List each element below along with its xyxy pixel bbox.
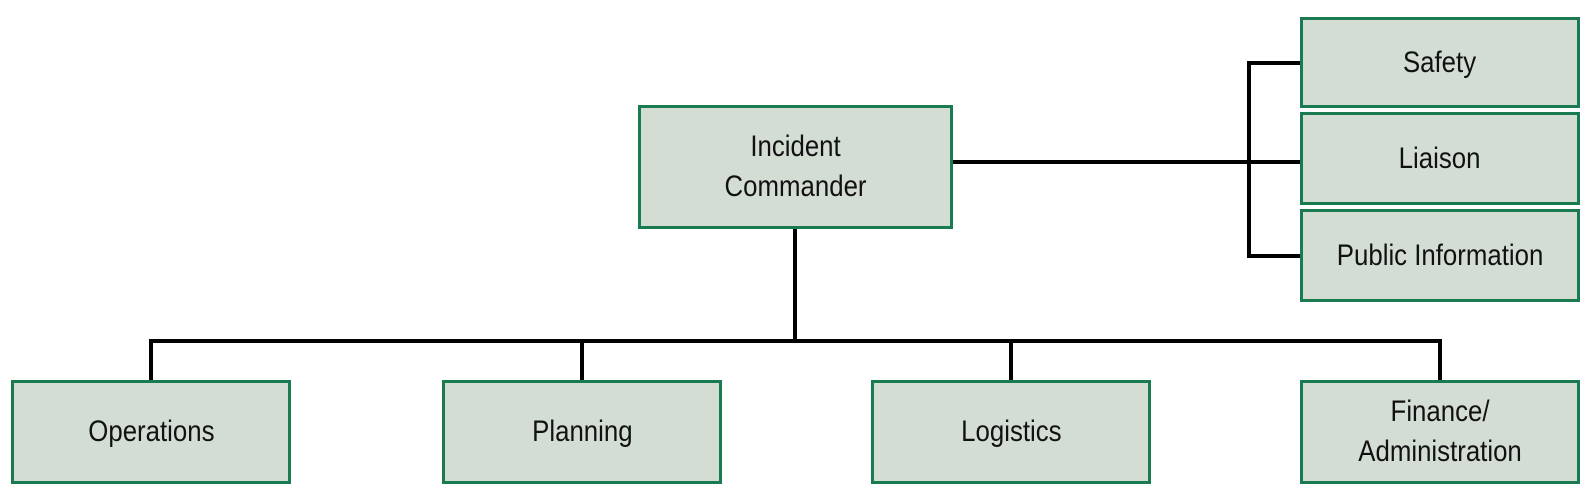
liaison-label: Liaison <box>1399 141 1481 175</box>
logistics-box: Logistics <box>871 380 1151 484</box>
incident-commander-label: Incident Commander <box>724 130 867 203</box>
liaison-box: Liaison <box>1300 112 1580 205</box>
planning-box: Planning <box>442 380 722 484</box>
incident-commander-box: Incident Commander <box>638 105 953 229</box>
finance-administration-box: Finance/ Administration <box>1300 380 1580 484</box>
safety-box: Safety <box>1300 17 1580 108</box>
public-information-label: Public Information <box>1336 238 1544 272</box>
finance-administration-label: Finance/ Administration <box>1358 395 1522 468</box>
logistics-label: Logistics <box>960 415 1062 448</box>
operations-box: Operations <box>11 380 291 484</box>
operations-label: Operations <box>87 415 215 448</box>
planning-label: Planning <box>531 415 633 448</box>
public-information-box: Public Information <box>1300 209 1580 302</box>
safety-label: Safety <box>1403 45 1477 79</box>
